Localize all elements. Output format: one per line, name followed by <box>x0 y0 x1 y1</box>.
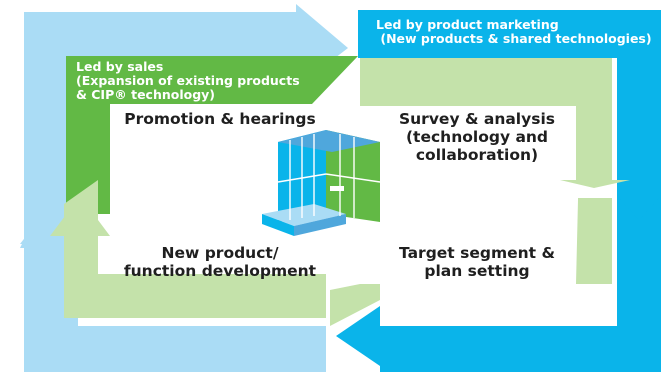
inner-loop-green-arrow <box>66 56 358 214</box>
stage-survey-label: Survey & analysis (technology and collab… <box>398 110 555 164</box>
outer-loop-blue-arrow <box>336 10 661 372</box>
stage-promotion-label: Promotion & hearings <box>124 110 316 128</box>
marketing-led-label: Led by product marketing (New products &… <box>376 17 652 46</box>
outer-loop-light-blue-arrow <box>20 4 348 372</box>
stage-development-label: New product/ function development <box>123 244 317 280</box>
stage-target-label: Target segment & plan setting <box>399 244 555 280</box>
right-down-arrowhead <box>617 196 661 220</box>
sales-led-label: Led by sales (Expansion of existing prod… <box>76 59 300 102</box>
modular-block-product-icon <box>262 130 381 236</box>
inner-loop-light-green-left-arrow <box>64 180 326 318</box>
inner-loop-light-green-right-arrow <box>360 58 630 188</box>
inner-loop-light-green-bottom-arrow <box>330 198 612 326</box>
inner-left-up-arrowhead <box>50 196 110 236</box>
